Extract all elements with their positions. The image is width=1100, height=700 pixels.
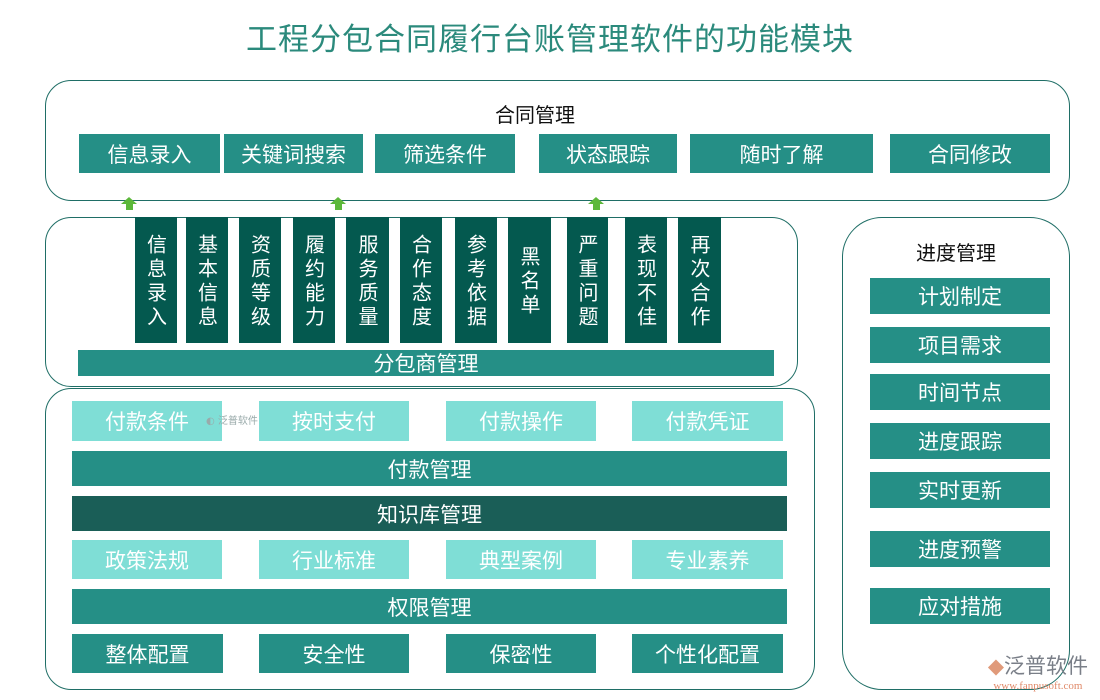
subcontractor-item[interactable]: 参考依据 (455, 217, 497, 343)
progress-item[interactable]: 进度跟踪 (870, 423, 1050, 459)
permission-item[interactable]: 整体配置 (72, 634, 223, 673)
payment-item[interactable]: 付款凭证 (632, 401, 783, 441)
progress-item[interactable]: 实时更新 (870, 472, 1050, 508)
progress-item[interactable]: 进度预警 (870, 531, 1050, 567)
permission-item[interactable]: 安全性 (259, 634, 409, 673)
subcontractor-management-bar[interactable]: 分包商管理 (78, 350, 774, 376)
watermark-logo: ◐ 泛普软件 (206, 416, 258, 427)
subcontractor-item[interactable]: 严重问题 (567, 217, 608, 343)
contract-item[interactable]: 随时了解 (690, 134, 873, 173)
subcontractor-item[interactable]: 再次合作 (678, 217, 721, 343)
payment-item[interactable]: 按时支付 (259, 401, 409, 441)
watermark-text: 泛普软件 (217, 416, 258, 427)
contract-item[interactable]: 信息录入 (79, 134, 220, 173)
payment-management-bar[interactable]: 付款管理 (72, 451, 787, 486)
knowledge-item[interactable]: 典型案例 (446, 540, 596, 579)
logo-icon: ◆ (987, 654, 1004, 678)
subcontractor-item[interactable]: 服务质量 (346, 217, 389, 343)
knowledge-item[interactable]: 政策法规 (72, 540, 222, 579)
subcontractor-item[interactable]: 基本信息 (186, 217, 228, 343)
knowledge-item[interactable]: 专业素养 (632, 540, 783, 579)
subcontractor-item[interactable]: 表现不佳 (625, 217, 667, 343)
knowledge-management-bar[interactable]: 知识库管理 (72, 496, 787, 531)
permission-item[interactable]: 保密性 (446, 634, 596, 673)
subcontractor-item[interactable]: 履约能力 (293, 217, 335, 343)
contract-item[interactable]: 关键词搜索 (224, 134, 363, 173)
up-arrow-icon (330, 197, 346, 210)
progress-item[interactable]: 项目需求 (870, 327, 1050, 363)
contract-item[interactable]: 筛选条件 (375, 134, 515, 173)
permission-item[interactable]: 个性化配置 (632, 634, 783, 673)
brand-logo: ◆泛普软件 www.fanpusoft.com (988, 650, 1088, 692)
progress-item[interactable]: 时间节点 (870, 374, 1050, 410)
knowledge-item[interactable]: 行业标准 (259, 540, 409, 579)
payment-item[interactable]: 付款操作 (446, 401, 596, 441)
subcontractor-item[interactable]: 信息录入 (135, 217, 177, 343)
page-title: 工程分包合同履行台账管理软件的功能模块 (246, 22, 854, 58)
subcontractor-item[interactable]: 黑名单 (508, 217, 551, 343)
progress-management-label: 进度管理 (916, 241, 996, 265)
progress-item[interactable]: 计划制定 (870, 278, 1050, 314)
contract-item[interactable]: 状态跟踪 (539, 134, 677, 173)
contract-item[interactable]: 合同修改 (890, 134, 1050, 173)
subcontractor-item[interactable]: 资质等级 (239, 217, 281, 343)
subcontractor-item[interactable]: 合作态度 (400, 217, 442, 343)
contract-management-label: 合同管理 (495, 103, 575, 127)
logo-url: www.fanpusoft.com (993, 680, 1083, 692)
up-arrow-icon (588, 197, 604, 210)
up-arrow-icon (121, 197, 137, 210)
logo-name: 泛普软件 (1004, 654, 1088, 678)
payment-item[interactable]: 付款条件 (72, 401, 222, 441)
permission-management-bar[interactable]: 权限管理 (72, 589, 787, 624)
progress-item[interactable]: 应对措施 (870, 588, 1050, 624)
